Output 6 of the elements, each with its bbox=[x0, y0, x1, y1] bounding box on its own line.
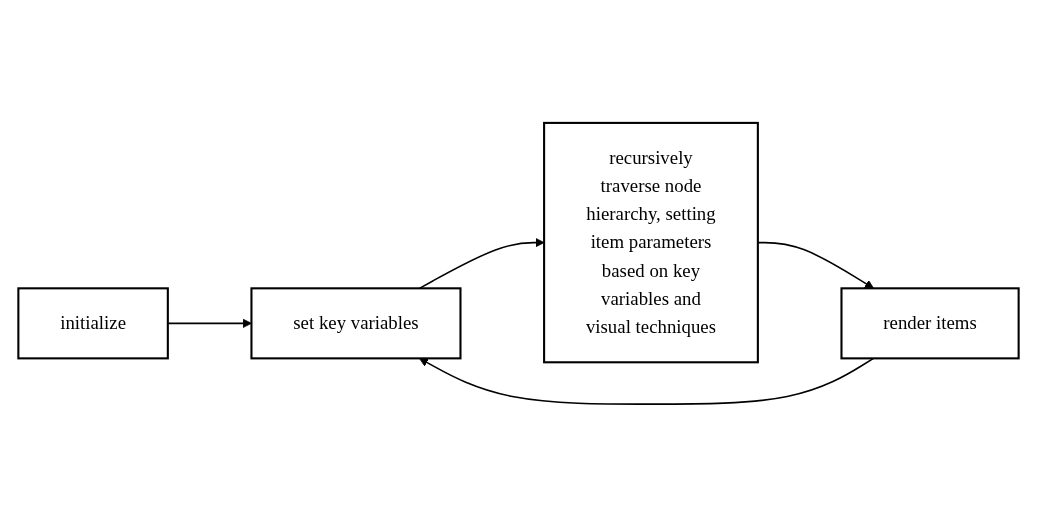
arrow bbox=[167, 318, 252, 328]
node-box: set key variables bbox=[250, 287, 462, 360]
node-box: render items bbox=[840, 287, 1020, 360]
arrow bbox=[757, 241, 874, 289]
node-box: recursively traverse node hierarchy, setting item parameters based on key variables and visual techniques bbox=[543, 121, 759, 364]
node-box: initialize bbox=[17, 287, 169, 360]
